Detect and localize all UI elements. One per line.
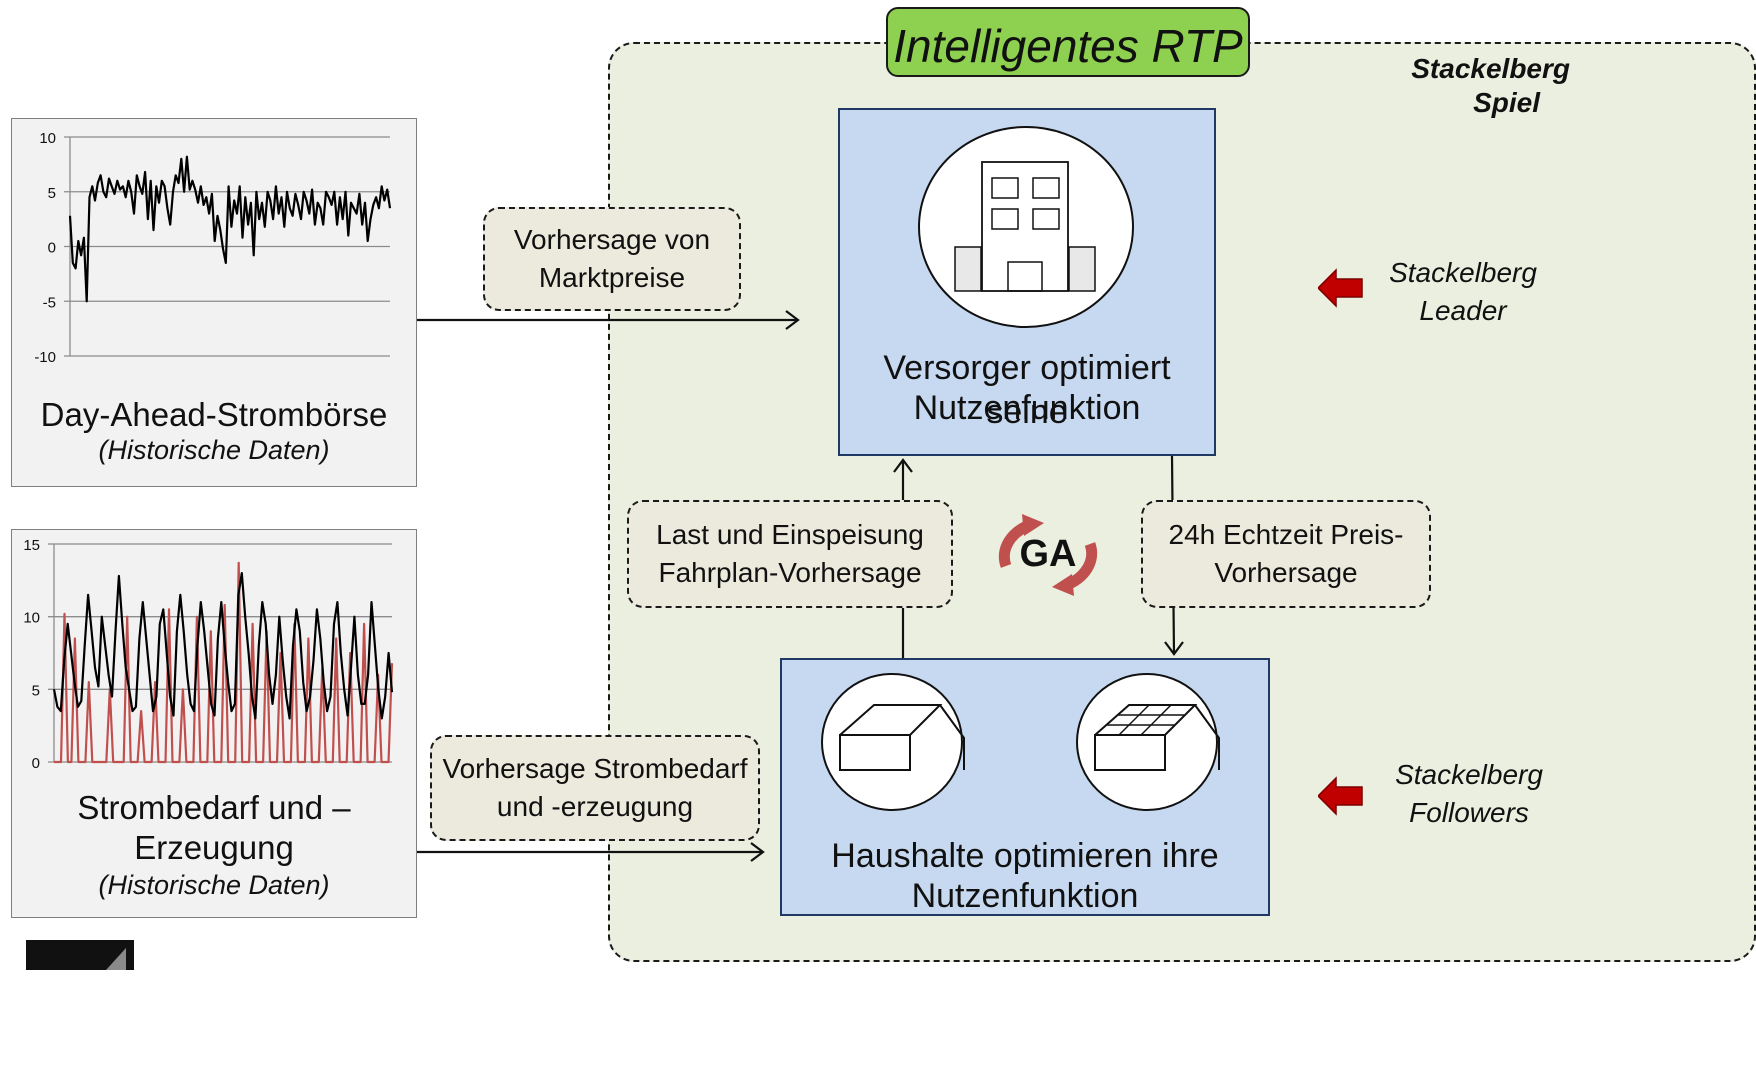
demand-chart-tick-label: 15 <box>23 537 40 554</box>
demand-chart-tick-label: 0 <box>32 755 40 772</box>
house-icon <box>821 673 965 811</box>
supplier-label-line2: Nutzenfunktion <box>913 389 1141 427</box>
followers-line2: Followers <box>1409 797 1529 828</box>
households-label-line1: Haushalte optimieren ihre <box>831 837 1219 875</box>
demand-chart-title-line2: Erzeugung <box>134 829 294 866</box>
price-chart-subtitle: (Historische Daten) <box>98 435 330 465</box>
leader-line2: Leader <box>1419 295 1507 326</box>
ga-label: GA <box>1019 533 1077 575</box>
price-chart-tick-label: 0 <box>48 240 56 257</box>
supplier-building-icon <box>918 126 1134 328</box>
game-label-line2: Spiel <box>1473 87 1540 118</box>
ga-cycle: GA <box>986 508 1110 602</box>
demand-chart-series-line-red <box>54 561 394 764</box>
followers-pointer-icon <box>1318 776 1363 816</box>
logo-fragment <box>26 940 134 970</box>
note-price-forecast: Vorhersage von Marktpreise <box>483 207 741 311</box>
note-load-schedule-line2: Fahrplan-Vorhersage <box>658 557 922 588</box>
note-demand-forecast-line1: Vorhersage Strombedarf <box>442 753 748 784</box>
note-load-schedule-line1: Last und Einspeisung <box>656 519 924 550</box>
note-price-forecast-line1: Vorhersage von <box>513 224 711 255</box>
note-rtp-forecast: 24h Echtzeit Preis- Vorhersage <box>1141 500 1431 608</box>
game-label-line1: Stackelberg <box>1411 53 1570 84</box>
price-chart-tick-label: 5 <box>48 185 56 202</box>
price-chart-panel: 10 5 0 -5 -10 Day-Ahead-Strombörse (Historis… <box>11 118 417 487</box>
demand-chart-subtitle: (Historische Daten) <box>98 870 330 900</box>
price-chart-title: Day-Ahead-Strombörse <box>40 396 388 433</box>
rtp-title: Intelligentes RTP <box>886 7 1250 77</box>
note-rtp-forecast-line2: Vorhersage <box>1214 557 1358 588</box>
solar-house-icon <box>1076 673 1220 811</box>
households-box: Haushalte optimieren ihre Nutzenfunktion <box>780 658 1270 916</box>
stackelberg-game-label: Stackelberg Spiel <box>1354 52 1570 120</box>
households-label-line2: Nutzenfunktion <box>911 877 1139 915</box>
note-price-forecast-line2: Marktpreise <box>538 262 686 293</box>
note-demand-forecast-line2: und -erzeugung <box>496 791 694 822</box>
supplier-box: Versorger optimiert seine Nutzenfunktion <box>838 108 1216 456</box>
leader-line1: Stackelberg <box>1389 257 1537 288</box>
demand-chart: 15 10 5 0 <box>23 537 394 772</box>
note-rtp-forecast-line1: 24h Echtzeit Preis- <box>1168 519 1404 550</box>
price-chart-series-line-black <box>68 155 392 303</box>
stackelberg-followers-label: Stackelberg Followers <box>1374 756 1564 832</box>
price-chart: 10 5 0 -5 -10 <box>34 130 392 366</box>
price-chart-tick-label: -10 <box>34 349 56 366</box>
demand-chart-panel: 15 10 5 0 Strombedarf und – Erzeugung (Hist… <box>11 529 417 918</box>
demand-chart-tick-label: 10 <box>23 610 40 627</box>
stackelberg-leader-label: Stackelberg Leader <box>1370 254 1556 330</box>
note-demand-forecast: Vorhersage Strombedarf und -erzeugung <box>430 735 760 841</box>
price-chart-tick-label: -5 <box>43 294 56 311</box>
leader-pointer-icon <box>1318 268 1363 308</box>
household-house-icons <box>821 673 1220 811</box>
supplier-label-line1: Versorger optimiert seine <box>883 349 1171 431</box>
demand-chart-series-line-black <box>52 571 394 720</box>
cycle-arrows-icon <box>998 514 1098 596</box>
followers-line1: Stackelberg <box>1395 759 1543 790</box>
demand-chart-tick-label: 5 <box>32 682 40 699</box>
demand-chart-title-line1: Strombedarf und – <box>77 789 351 826</box>
note-load-schedule: Last und Einspeisung Fahrplan-Vorhersage <box>627 500 953 608</box>
price-chart-tick-label: 10 <box>39 130 56 147</box>
